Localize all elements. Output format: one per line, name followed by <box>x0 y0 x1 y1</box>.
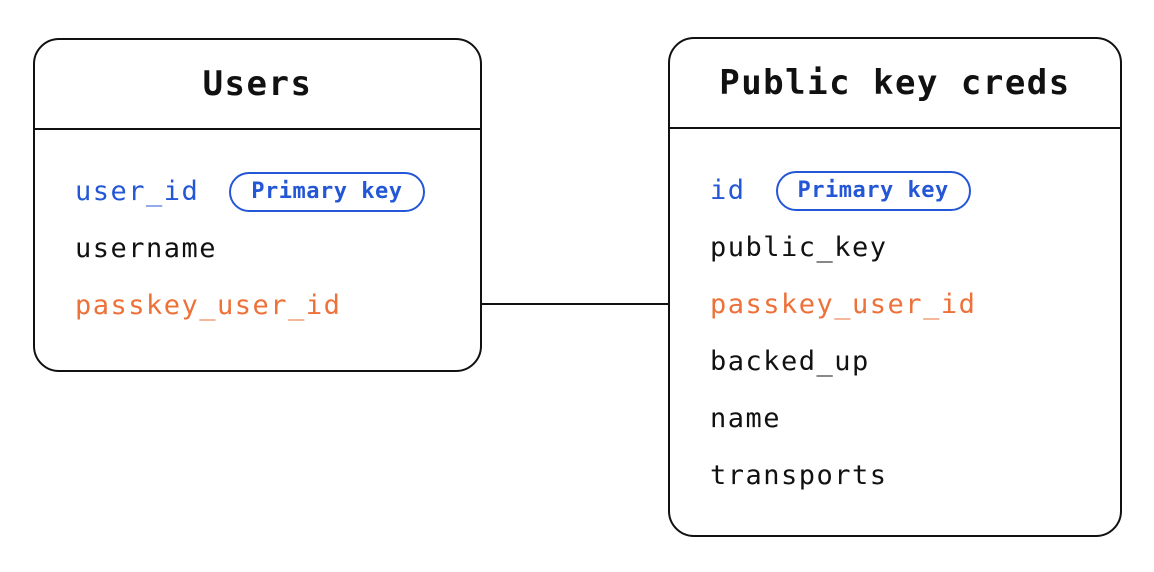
table-public-key-creds-fields: id Primary key public_key passkey_user_i… <box>670 129 1120 504</box>
relationship-connector <box>482 303 668 305</box>
table-public-key-creds-title: Public key creds <box>719 63 1071 103</box>
field-name-transports: transports <box>710 460 888 491</box>
field-name-username: username <box>75 233 218 264</box>
field-row-backed-up: backed_up <box>710 333 1110 390</box>
field-name-backed-up: backed_up <box>710 346 870 377</box>
field-row-transports: transports <box>710 447 1110 504</box>
field-row-id: id Primary key <box>710 162 1110 219</box>
table-users-fields: user_id Primary key username passkey_use… <box>35 130 480 334</box>
primary-key-badge: Primary key <box>229 171 425 212</box>
table-users-header: Users <box>35 40 480 130</box>
field-row-public-key: public_key <box>710 219 1110 276</box>
field-row-user-id: user_id Primary key <box>75 163 470 220</box>
field-row-username: username <box>75 220 470 277</box>
table-users: Users user_id Primary key username passk… <box>33 38 482 372</box>
field-name-user-id: user_id <box>75 176 200 207</box>
field-name-public-key: public_key <box>710 232 888 263</box>
field-name-id: id <box>710 175 746 206</box>
table-users-title: Users <box>202 64 313 104</box>
table-public-key-creds-header: Public key creds <box>670 39 1120 129</box>
table-public-key-creds: Public key creds id Primary key public_k… <box>668 37 1122 537</box>
field-name-passkey-user-id: passkey_user_id <box>710 289 977 320</box>
field-name-name: name <box>710 403 782 434</box>
field-row-name: name <box>710 390 1110 447</box>
field-row-passkey-user-id: passkey_user_id <box>75 277 470 334</box>
primary-key-badge: Primary key <box>775 170 971 211</box>
field-row-passkey-user-id: passkey_user_id <box>710 276 1110 333</box>
field-name-passkey-user-id: passkey_user_id <box>75 290 342 321</box>
